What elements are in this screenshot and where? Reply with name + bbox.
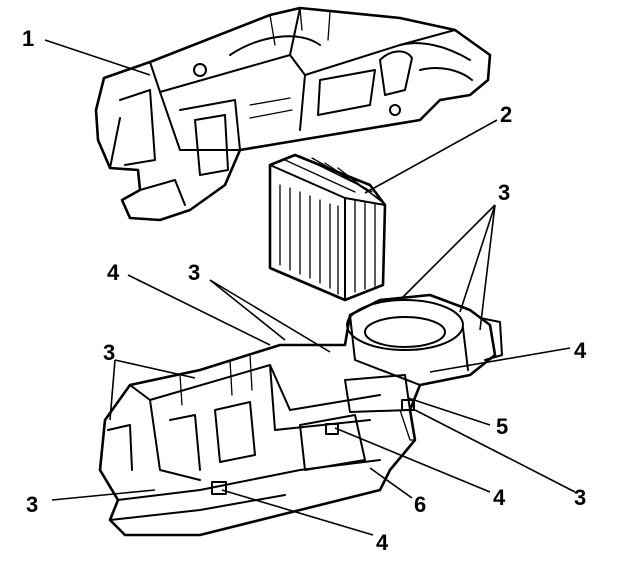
leader-3-upper-right-a [399,204,496,301]
callout-3-left: 3 [103,340,115,365]
leader-4-center [334,427,491,493]
callout-5: 5 [496,414,508,439]
leader-5 [407,397,491,426]
callout-3-right-lower: 3 [574,485,586,510]
callout-2: 2 [500,102,512,127]
leader-lines [44,39,576,536]
leader-3-left-lower [51,489,156,501]
leader-2 [364,119,498,194]
callout-3-center: 3 [188,260,200,285]
leader-1 [44,39,151,76]
callout-3-left-lower: 3 [26,492,38,517]
leader-3-center-b [209,279,331,353]
leader-3-left-b [109,359,116,421]
callout-6: 6 [414,492,426,517]
upper-case [94,6,492,222]
leader-3-upper-right-c [479,204,496,331]
callout-4-center: 4 [493,485,506,510]
leader-3-upper-right-b [459,204,496,313]
callout-4-right: 4 [574,338,587,363]
lower-case [98,293,503,537]
evaporator-core [268,153,387,302]
callout-3-upper-right: 3 [498,180,510,205]
leader-4-right [429,347,571,373]
leader-4-upper-left [127,274,271,346]
leader-3-center-a [209,279,286,341]
callout-1: 1 [22,26,34,51]
callout-labels: 1 2 3 4 3 3 4 5 3 4 6 3 4 [22,26,587,555]
callout-4-upper-left: 4 [107,260,120,285]
leader-4-bottom [221,489,374,536]
leader-3-right-lower [414,409,576,493]
callout-4-bottom: 4 [376,530,389,555]
leader-3-left-a [114,359,196,379]
leader-6 [369,467,413,499]
